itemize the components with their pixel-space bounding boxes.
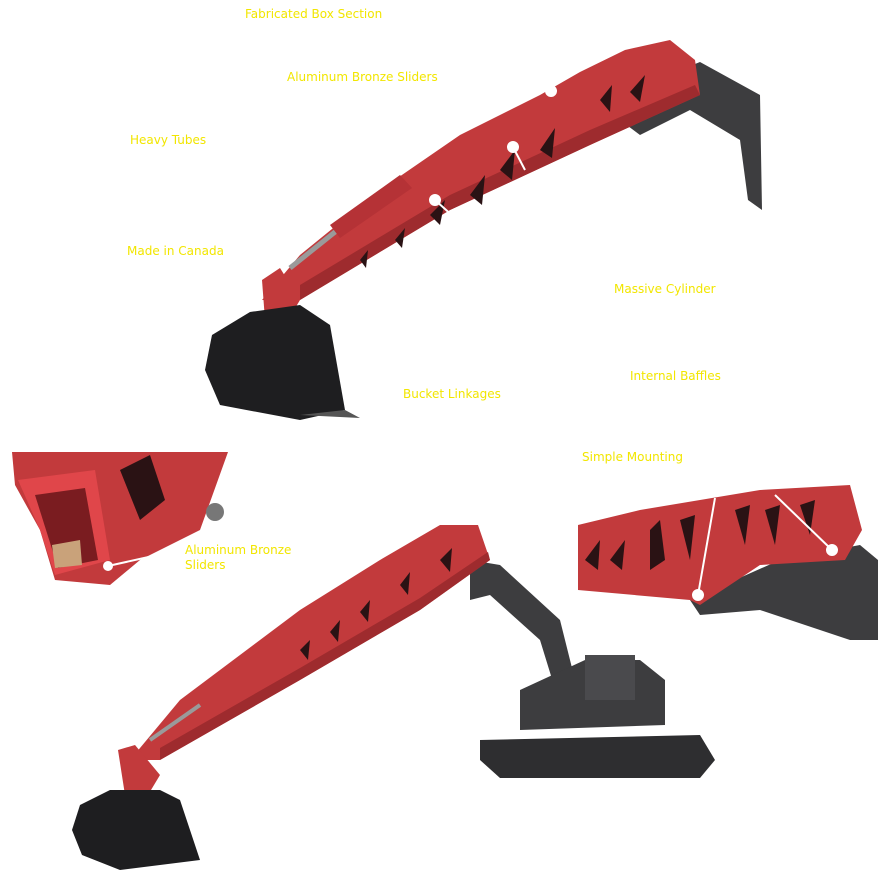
top-leaders: [328, 85, 557, 293]
label-internal-baffles: Internal Baffles: [630, 369, 721, 383]
top-cylinder-rod: [288, 226, 342, 270]
label-inset-sliders-line1: Aluminum Bronze: [185, 543, 292, 557]
inset-mounting-closeup: [578, 485, 878, 640]
top-boom: [262, 40, 700, 300]
bottom-bucket: [72, 790, 200, 870]
bottom-boom: [130, 525, 490, 760]
label-simple-mounting: Simple Mounting: [582, 450, 683, 464]
label-heavy-tubes: Heavy Tubes: [130, 133, 207, 147]
label-inset-sliders-line2: Sliders: [185, 558, 226, 572]
tracks: [480, 735, 715, 778]
label-massive-cylinder: Massive Cylinder: [614, 282, 716, 296]
label-bucket-linkages: Bucket Linkages: [403, 387, 501, 401]
top-excavator-arm: [205, 40, 762, 420]
bottom-excavator: [72, 525, 715, 870]
top-bucket-teeth: [300, 410, 360, 418]
label-aluminum-bronze-sliders: Aluminum Bronze Sliders: [287, 70, 438, 84]
top-boom-cutouts: [360, 75, 645, 268]
top-bucket: [205, 305, 345, 420]
top-cylinder: [330, 175, 412, 238]
top-boom-shade: [300, 85, 700, 300]
label-fabricated-box-section: Fabricated Box Section: [245, 7, 383, 21]
inset-slider-closeup: [12, 452, 228, 585]
label-made-in-canada: Made in Canada: [127, 244, 224, 258]
